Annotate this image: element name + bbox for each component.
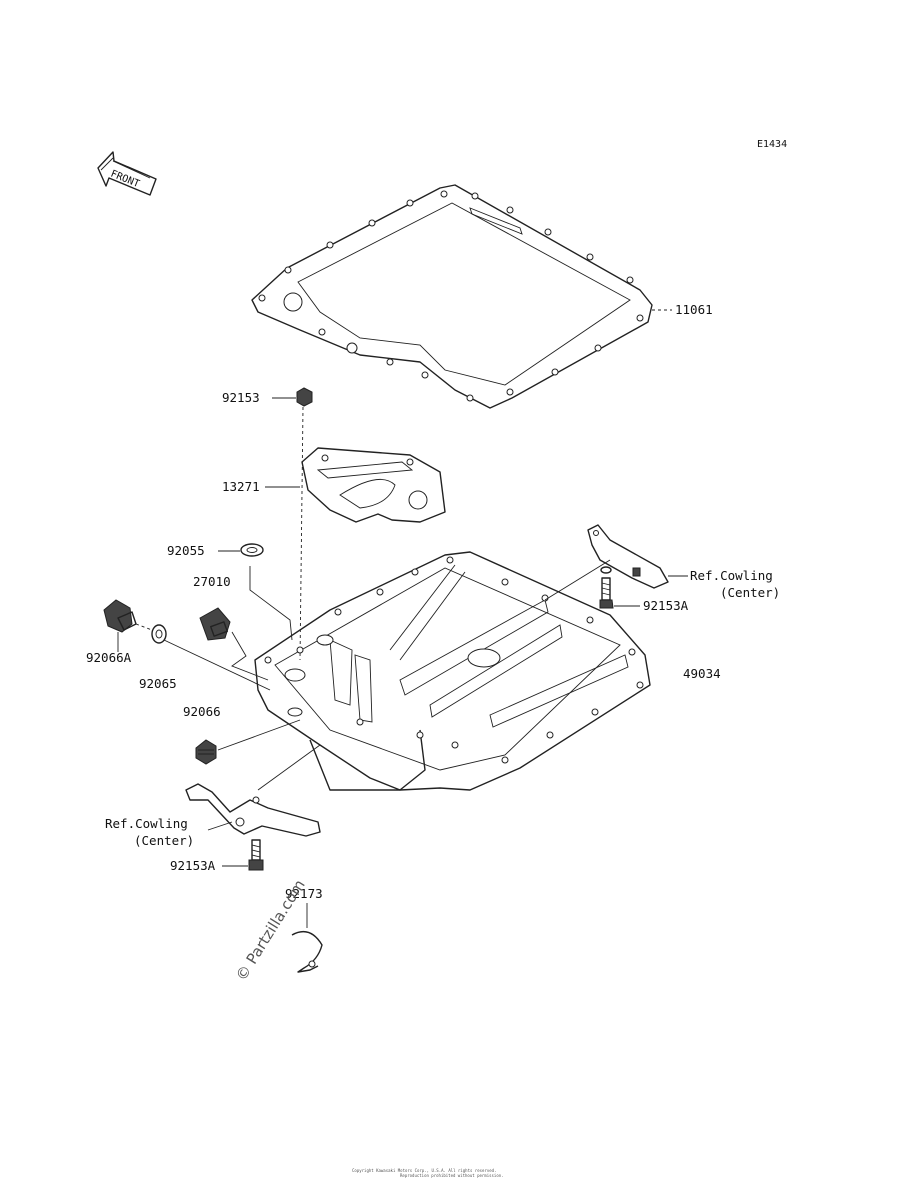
cowling-bracket-left [185, 783, 321, 837]
callout-49034: 49034 [683, 666, 721, 681]
gasket-port-hole [283, 292, 303, 312]
callout-92066A: 92066A [86, 650, 132, 665]
oil-pan [254, 551, 651, 791]
washer-92065 [151, 624, 167, 644]
callout-92066: 92066 [183, 704, 221, 719]
oil-pan-gasket [251, 184, 653, 409]
ref-right-line2: (Center) [720, 585, 780, 600]
plug-92066 [195, 739, 217, 765]
ref-left-line1: Ref.Cowling [105, 816, 188, 831]
diagram-code: E1434 [757, 139, 787, 150]
callout-27010: 27010 [193, 574, 231, 589]
callout-92173: 92173 [285, 886, 323, 901]
ref-left-line2: (Center) [134, 833, 194, 848]
oil-pressure-switch [199, 607, 231, 641]
bolt-92153 [296, 387, 313, 407]
cowling-bracket-right [587, 524, 669, 589]
footer-line2: Reproduction prohibited without permissi… [400, 1173, 504, 1178]
o-ring-92055 [240, 543, 264, 557]
callout-92055: 92055 [167, 543, 205, 558]
drain-plug-92066A [103, 599, 137, 633]
watermark: © Partzilla.com [232, 876, 309, 984]
callout-11061: 11061 [675, 302, 713, 317]
callout-92065: 92065 [139, 676, 177, 691]
callout-92153A-right: 92153A [643, 598, 689, 613]
front-arrow-icon: FRONT [97, 151, 157, 196]
callout-92153: 92153 [222, 390, 260, 405]
callout-92153A-bottom: 92153A [170, 858, 216, 873]
ref-right-line1: Ref.Cowling [690, 568, 773, 583]
clamp-92173 [291, 931, 323, 973]
callout-13271: 13271 [222, 479, 260, 494]
bolt-92153A-right [599, 566, 614, 609]
footer-line1: Copyright Kawasaki Motors Corp., U.S.A. … [352, 1168, 497, 1173]
baffle-plate [301, 447, 446, 523]
bolt-92153A-bottom [248, 839, 264, 871]
